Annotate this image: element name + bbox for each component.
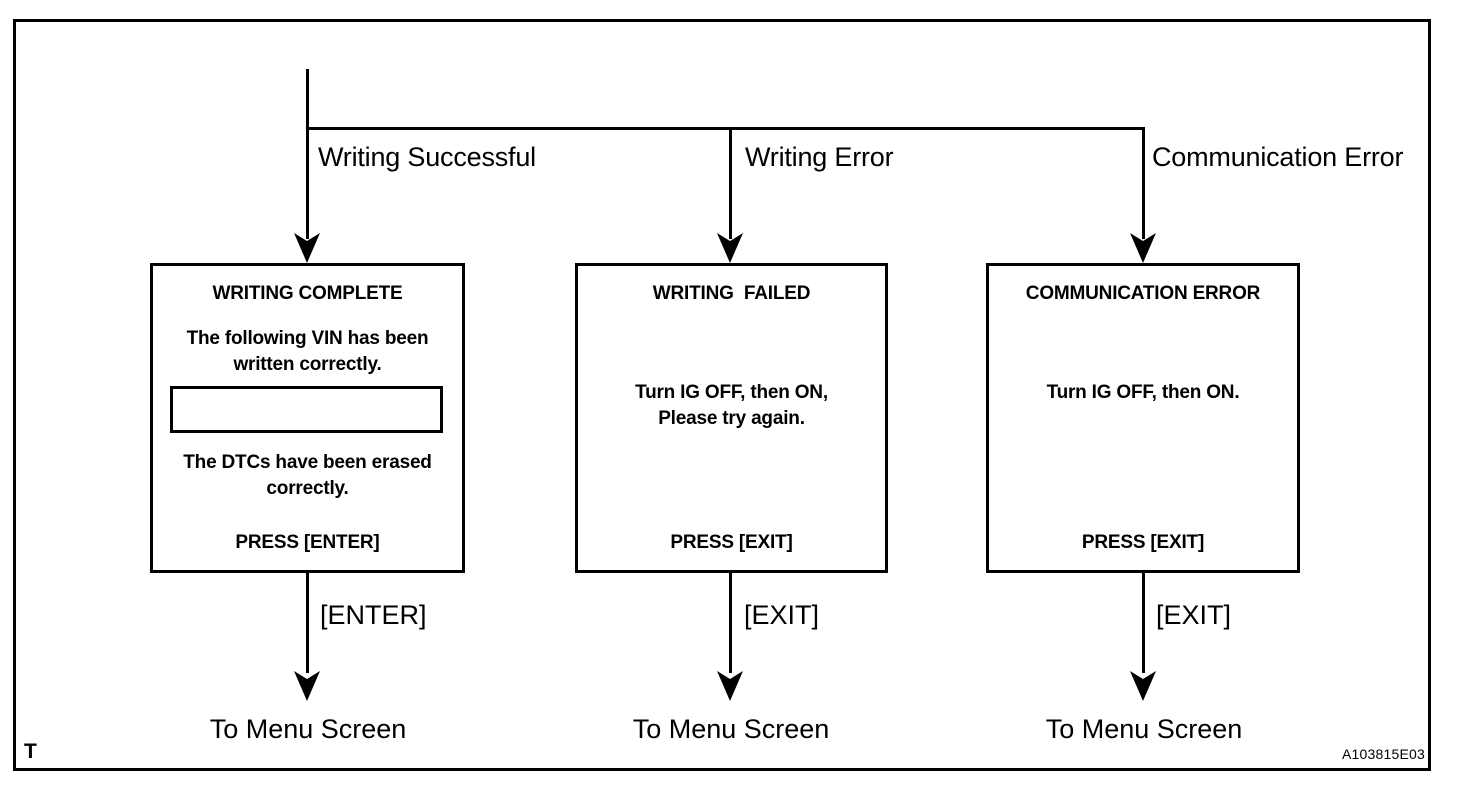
branch-label-writing-error: Writing Error <box>745 142 894 172</box>
drop-line-communication-error <box>1142 127 1145 239</box>
exit-line-2 <box>729 573 732 673</box>
screen-title: WRITING COMPLETE <box>212 283 403 304</box>
branch-horizontal-line <box>306 127 1145 130</box>
key-label-enter: [ENTER] <box>320 600 427 630</box>
exit-line-1 <box>306 573 309 673</box>
branch-label-communication-error: Communication Error <box>1152 142 1404 172</box>
screen-message-top: The following VIN has been written corre… <box>186 328 429 375</box>
screen-title: COMMUNICATION ERROR <box>1025 283 1261 304</box>
press-key-instruction: PRESS [EXIT] <box>670 532 793 553</box>
arrow-down-icon <box>717 671 743 701</box>
destination-label: To Menu Screen <box>632 714 830 744</box>
press-key-instruction: PRESS [EXIT] <box>1081 532 1205 553</box>
destination-label: To Menu Screen <box>209 714 407 744</box>
key-label-exit: [EXIT] <box>1156 600 1232 630</box>
branch-label-writing-successful: Writing Successful <box>318 142 536 172</box>
arrow-down-icon <box>717 233 743 263</box>
key-label-exit: [EXIT] <box>744 600 820 630</box>
page-corner-label: T <box>24 740 37 763</box>
exit-line-3 <box>1142 573 1145 673</box>
drop-line-writing-error <box>729 127 732 239</box>
screen-box-communication-error: COMMUNICATION ERROR Turn IG OFF, then ON… <box>986 263 1300 573</box>
screen-message: Turn IG OFF, then ON, Please try again. <box>635 382 828 429</box>
diagram-frame <box>13 19 1431 771</box>
arrow-down-icon <box>294 671 320 701</box>
vin-display-field <box>170 386 443 433</box>
screen-title: WRITING FAILED <box>652 283 811 304</box>
arrow-down-icon <box>1130 233 1156 263</box>
arrow-down-icon <box>1130 671 1156 701</box>
screen-box-writing-complete: WRITING COMPLETE The following VIN has b… <box>150 263 465 573</box>
arrow-down-icon <box>294 233 320 263</box>
destination-label: To Menu Screen <box>1045 714 1243 744</box>
screen-box-writing-failed: WRITING FAILED Turn IG OFF, then ON, Ple… <box>575 263 888 573</box>
screen-message: Turn IG OFF, then ON. <box>1046 382 1240 403</box>
screen-message-bottom: The DTCs have been erased correctly. <box>183 452 432 499</box>
figure-id: A103815E03 <box>1342 746 1425 762</box>
press-key-instruction: PRESS [ENTER] <box>235 532 380 553</box>
stem-line <box>306 69 309 239</box>
